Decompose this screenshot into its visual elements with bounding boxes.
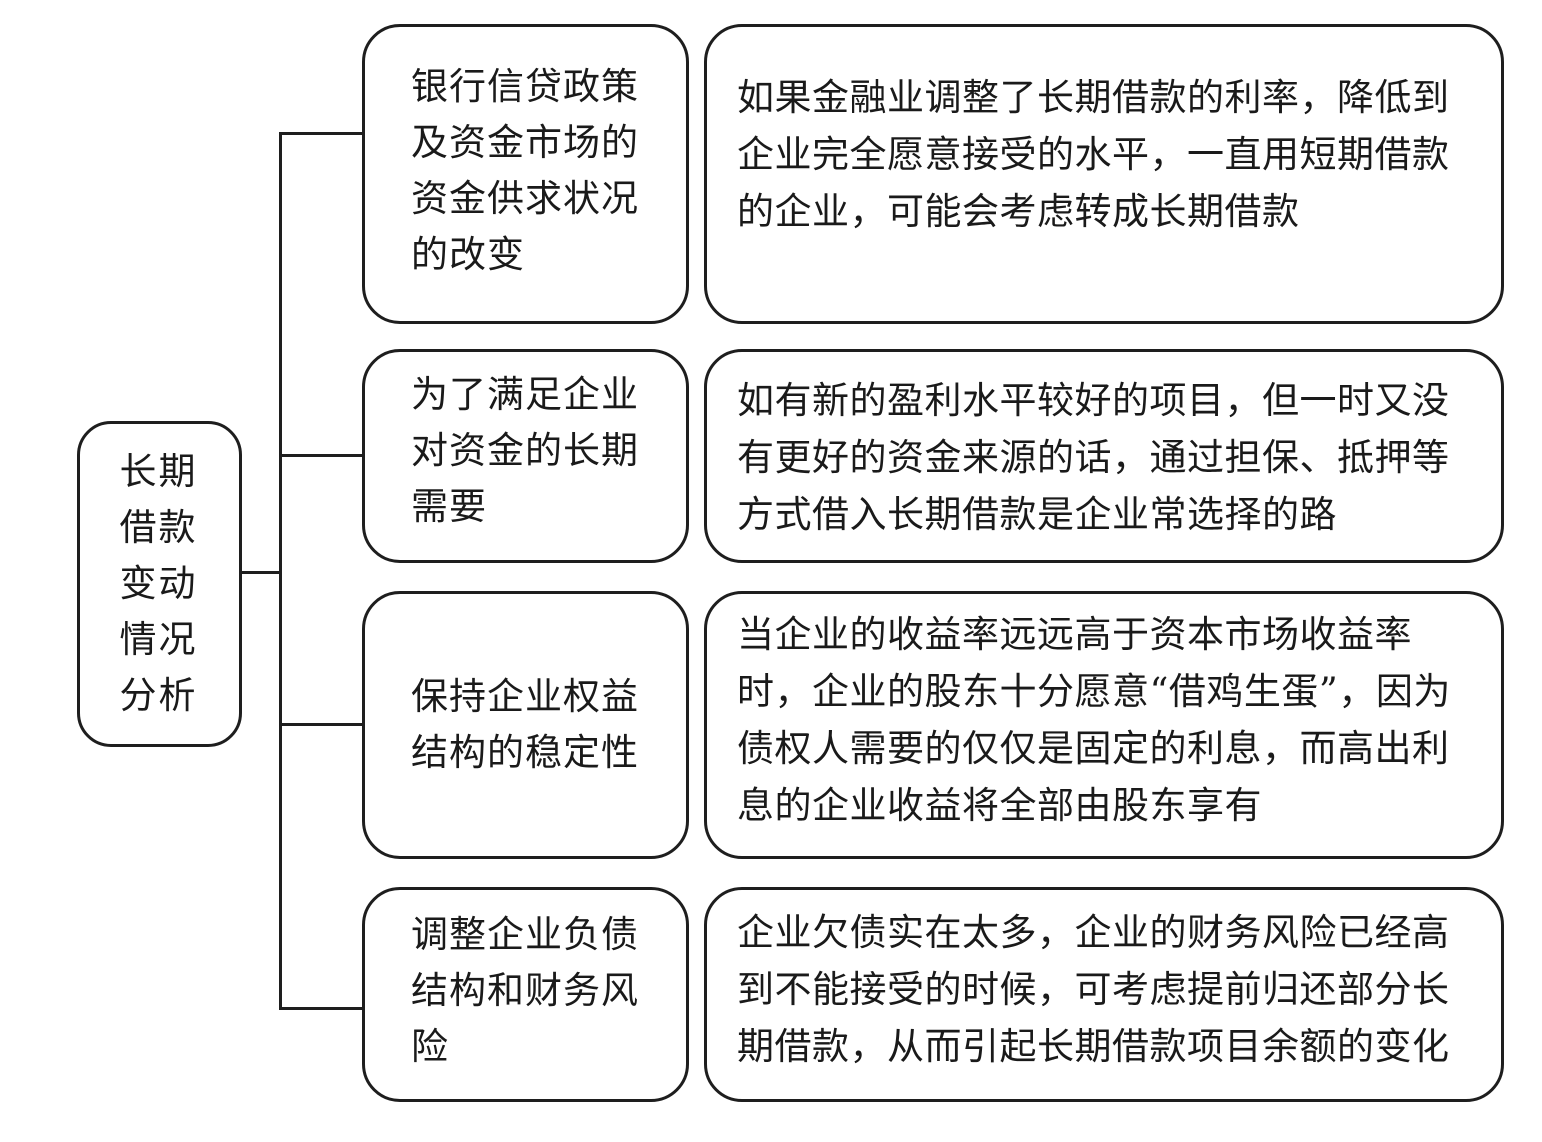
factor-label: 调整企业负债结构和财务风险 [411, 912, 639, 1068]
root-node: 长期借款变动情况分析 [77, 421, 242, 747]
branch-connector-1 [279, 132, 363, 135]
factor-node-3: 保持企业权益结构的稳定性 [362, 591, 689, 859]
explanation-node-4: 企业欠债实在太多，企业的财务风险已经高到不能接受的时候，可考虑提前归还部分长期借… [704, 887, 1504, 1102]
factor-node-4: 调整企业负债结构和财务风险 [362, 887, 689, 1102]
branch-connector-3 [279, 723, 363, 726]
factor-label: 保持企业权益结构的稳定性 [411, 675, 639, 774]
explanation-text: 如果金融业调整了长期借款的利率，降低到企业完全愿意接受的水平，一直用短期借款的企… [737, 76, 1450, 233]
trunk-line [279, 132, 282, 1010]
explanation-node-1: 如果金融业调整了长期借款的利率，降低到企业完全愿意接受的水平，一直用短期借款的企… [704, 24, 1504, 324]
root-connector [241, 571, 281, 574]
explanation-text: 如有新的盈利水平较好的项目，但一时又没有更好的资金来源的话，通过担保、抵押等方式… [737, 379, 1450, 536]
explanation-text: 企业欠债实在太多，企业的财务风险已经高到不能接受的时候，可考虑提前归还部分长期借… [737, 911, 1450, 1068]
explanation-text: 当企业的收益率远远高于资本市场收益率时，企业的股东十分愿意“借鸡生蛋”，因为债权… [737, 613, 1451, 827]
factor-label: 银行信贷政策及资金市场的资金供求状况的改变 [411, 65, 639, 276]
factor-node-2: 为了满足企业对资金的长期需要 [362, 349, 689, 563]
branch-connector-2 [279, 454, 363, 457]
explanation-node-2: 如有新的盈利水平较好的项目，但一时又没有更好的资金来源的话，通过担保、抵押等方式… [704, 349, 1504, 563]
factor-label: 为了满足企业对资金的长期需要 [411, 373, 639, 528]
factor-node-1: 银行信贷政策及资金市场的资金供求状况的改变 [362, 24, 689, 324]
explanation-node-3: 当企业的收益率远远高于资本市场收益率时，企业的股东十分愿意“借鸡生蛋”，因为债权… [704, 591, 1504, 859]
branch-connector-4 [279, 1007, 363, 1010]
root-label: 长期借款变动情况分析 [119, 450, 198, 717]
